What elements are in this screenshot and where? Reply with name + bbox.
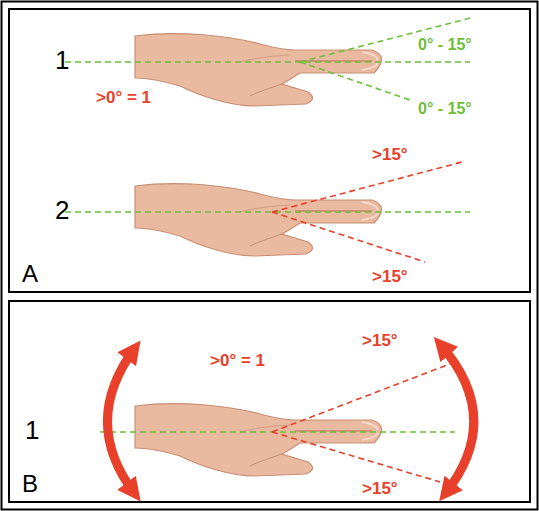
motion-arrow [108,348,136,494]
axis-line [65,61,470,63]
angle-line [272,432,440,482]
angle-line [300,62,410,100]
angle-label: >15° [362,332,398,351]
angle-label: >15° [372,146,408,165]
hand-photo [135,404,382,476]
axis-line [65,211,470,213]
angle-label: >15° [362,480,398,499]
callout-number: 1 [55,46,69,75]
angle-line [272,212,425,262]
axis-line [100,431,455,433]
hand-photo [135,184,382,256]
panel-box: B [8,300,531,503]
panel-letter: B [22,471,38,497]
callout-number: 1 [25,416,39,445]
angle-label: >0° = 1 [96,89,151,108]
hand-photo [135,34,382,106]
angle-label: 0° - 15° [418,100,472,118]
angle-label: >15° [372,268,408,287]
angle-line [272,162,462,212]
angle-line [272,362,455,432]
angle-label: 0° - 15° [418,36,472,54]
motion-arrow [440,344,474,494]
panel-letter: A [22,261,38,287]
angle-label: >0° = 1 [210,352,265,371]
callout-number: 2 [55,196,69,225]
